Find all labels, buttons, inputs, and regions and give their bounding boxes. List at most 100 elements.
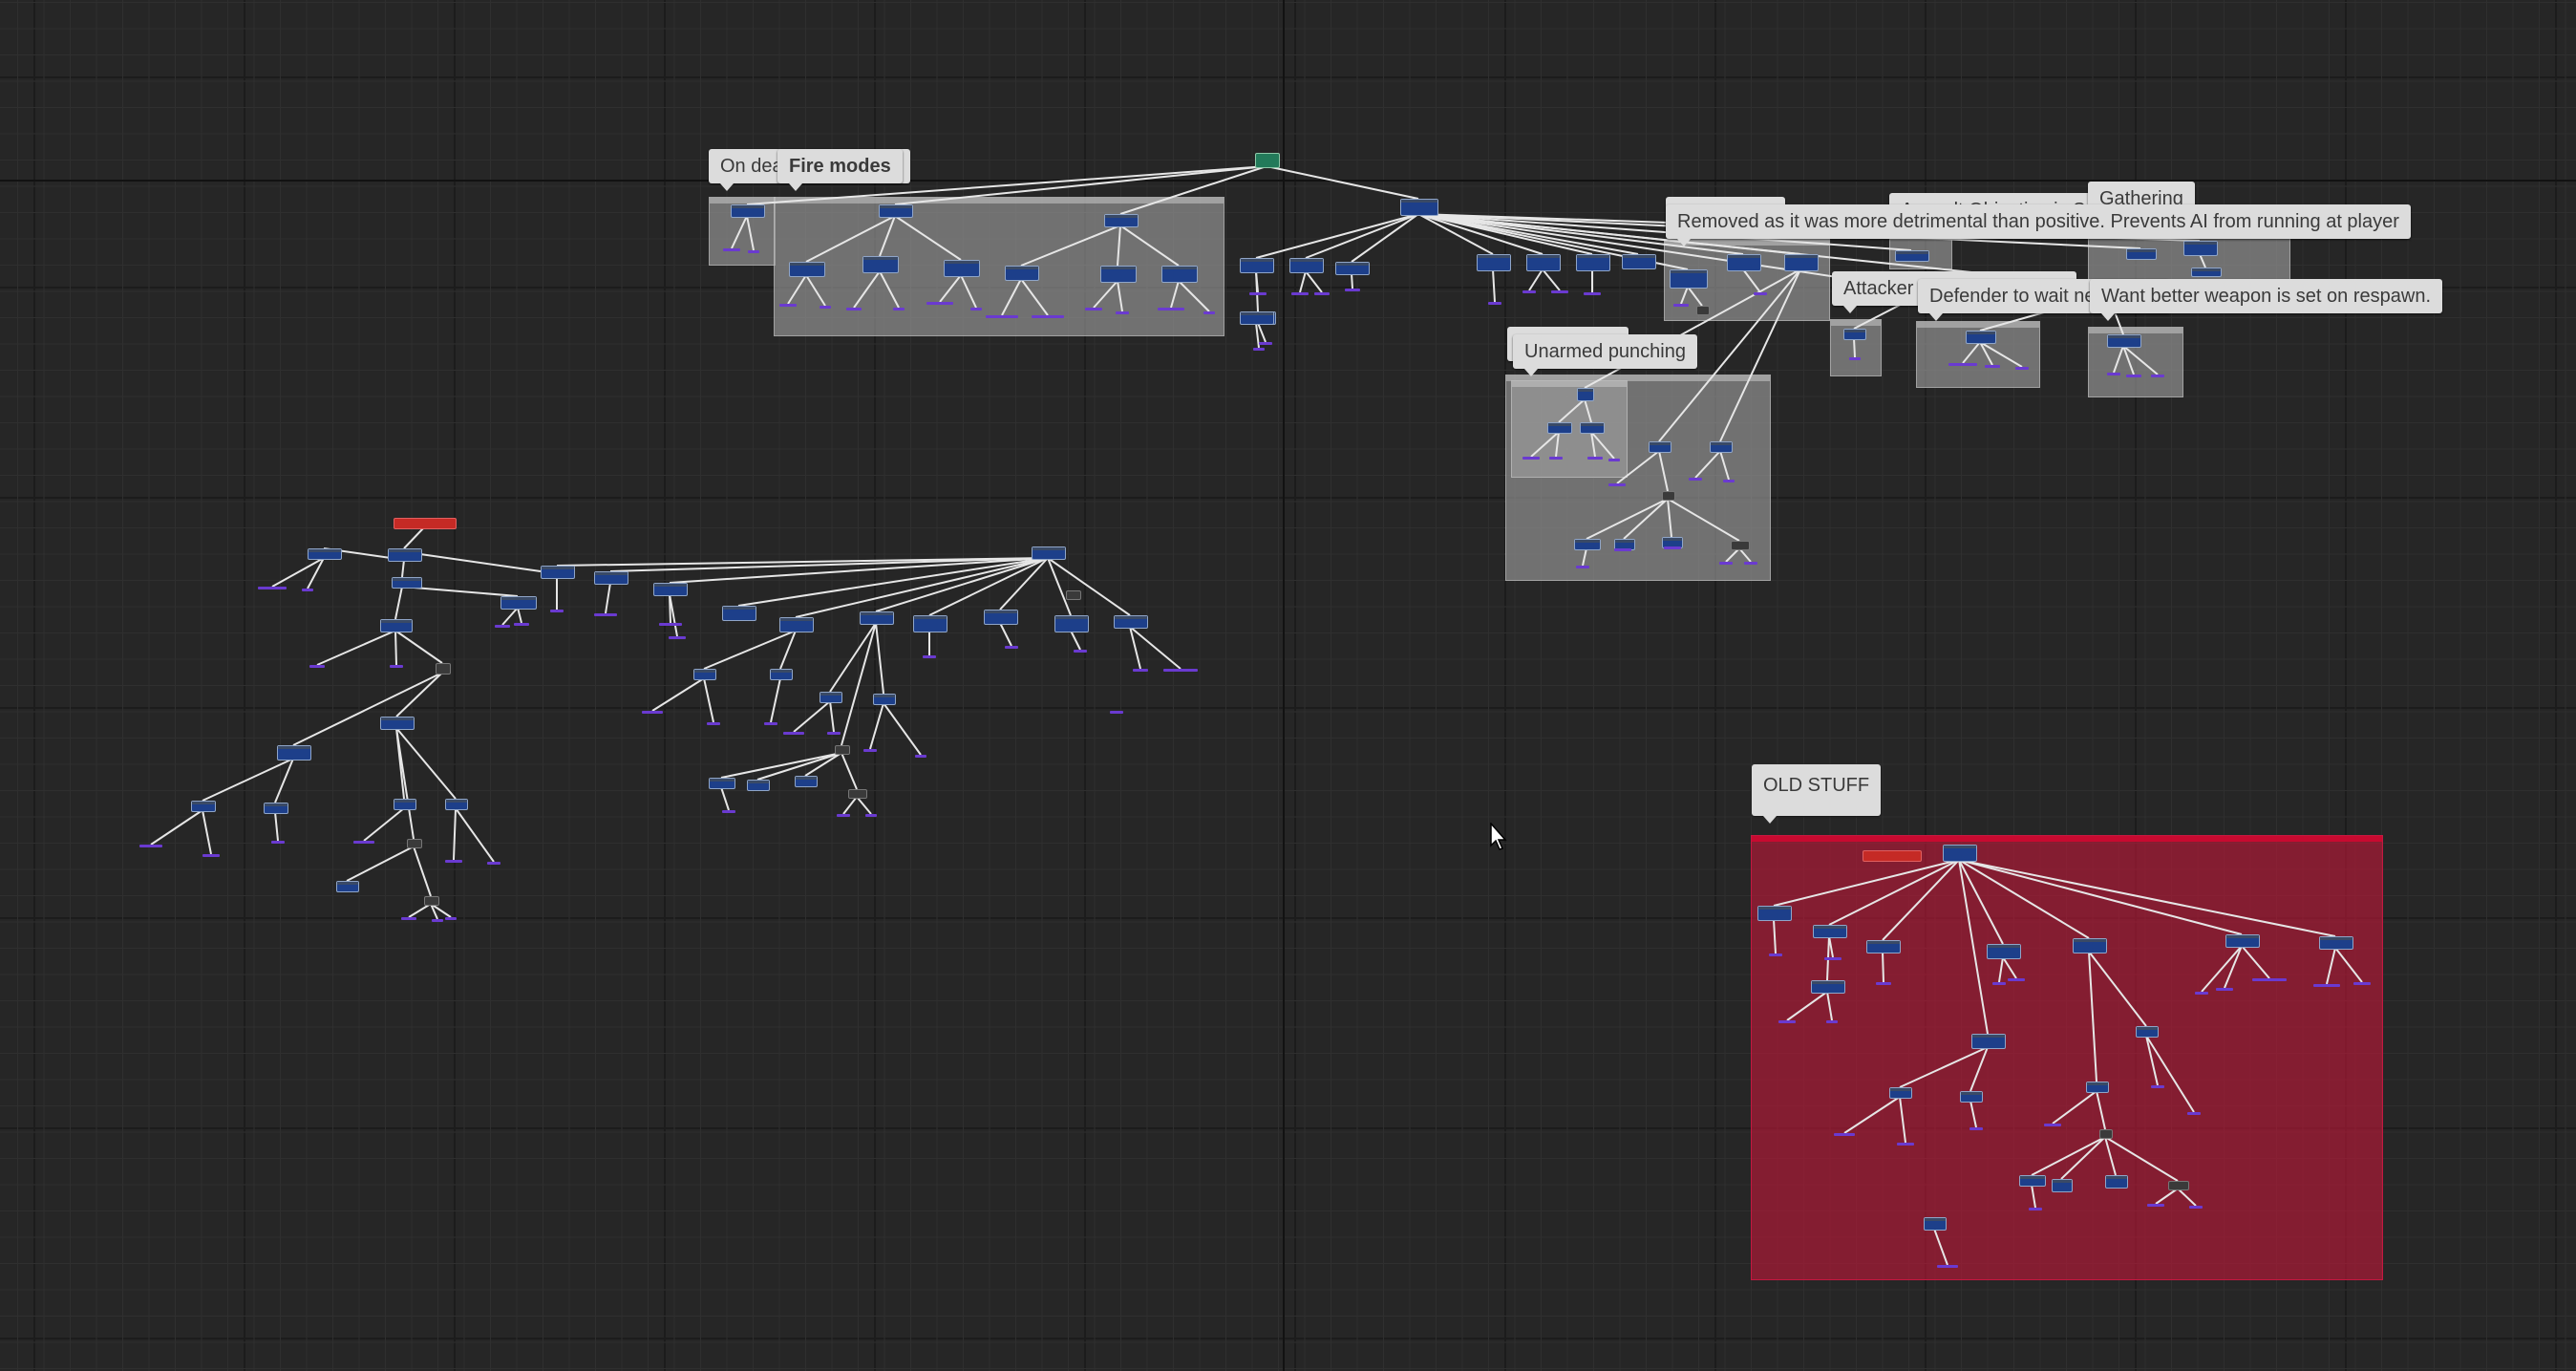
task-node[interactable] bbox=[748, 250, 759, 253]
composite-node[interactable] bbox=[264, 803, 288, 814]
comment-bubble-unarmed-punching[interactable]: Unarmed punching bbox=[1513, 334, 1697, 376]
composite-node[interactable] bbox=[1032, 546, 1066, 560]
composite-node[interactable] bbox=[1054, 615, 1089, 632]
root-node[interactable] bbox=[1863, 850, 1922, 862]
composite-node[interactable] bbox=[436, 663, 451, 675]
task-node[interactable] bbox=[1085, 308, 1102, 311]
task-node[interactable] bbox=[1673, 304, 1689, 307]
task-node[interactable] bbox=[390, 665, 403, 668]
task-node[interactable] bbox=[659, 623, 682, 626]
task-node[interactable] bbox=[1551, 290, 1568, 293]
task-node[interactable] bbox=[722, 810, 735, 813]
composite-node[interactable] bbox=[2168, 1181, 2189, 1190]
task-node[interactable] bbox=[1249, 292, 1267, 295]
composite-node[interactable] bbox=[1477, 254, 1511, 271]
task-node[interactable] bbox=[2029, 1208, 2042, 1210]
task-node[interactable] bbox=[2044, 1124, 2061, 1126]
task-node[interactable] bbox=[1992, 982, 2006, 985]
composite-node[interactable] bbox=[2191, 268, 2222, 277]
task-node[interactable] bbox=[1549, 457, 1563, 460]
task-node[interactable] bbox=[1664, 546, 1681, 549]
composite-node[interactable] bbox=[1966, 331, 1996, 344]
task-node[interactable] bbox=[139, 845, 162, 847]
task-node[interactable] bbox=[495, 625, 510, 628]
composite-node[interactable] bbox=[1662, 491, 1675, 501]
composite-node[interactable] bbox=[1971, 1034, 2006, 1049]
task-node[interactable] bbox=[1522, 457, 1540, 460]
composite-node[interactable] bbox=[848, 789, 867, 799]
composite-node[interactable] bbox=[2136, 1026, 2159, 1038]
composite-node[interactable] bbox=[1289, 258, 1324, 273]
task-node[interactable] bbox=[1985, 365, 2000, 368]
comment-frame-fire-modes[interactable] bbox=[774, 197, 1224, 336]
task-node[interactable] bbox=[1074, 650, 1087, 653]
composite-node[interactable] bbox=[1240, 311, 1274, 325]
task-node[interactable] bbox=[2151, 375, 2164, 377]
composite-node[interactable] bbox=[1670, 269, 1708, 289]
task-node[interactable] bbox=[820, 306, 831, 309]
task-node[interactable] bbox=[1876, 982, 1891, 985]
composite-node[interactable] bbox=[2183, 241, 2218, 256]
task-node[interactable] bbox=[2187, 1112, 2201, 1115]
task-node[interactable] bbox=[302, 589, 313, 591]
composite-node[interactable] bbox=[913, 615, 947, 632]
task-node[interactable] bbox=[669, 636, 686, 639]
composite-node[interactable] bbox=[653, 583, 688, 596]
composite-node[interactable] bbox=[879, 204, 913, 218]
composite-node[interactable] bbox=[1576, 254, 1610, 271]
composite-node[interactable] bbox=[380, 717, 415, 730]
task-node[interactable] bbox=[1110, 711, 1123, 714]
composite-node[interactable] bbox=[1526, 254, 1561, 271]
composite-node[interactable] bbox=[445, 799, 468, 810]
composite-node[interactable] bbox=[770, 669, 793, 680]
task-node[interactable] bbox=[1314, 292, 1330, 295]
task-node[interactable] bbox=[2015, 367, 2029, 370]
composite-node[interactable] bbox=[860, 611, 894, 625]
task-node[interactable] bbox=[514, 623, 529, 626]
composite-node[interactable] bbox=[1696, 306, 1710, 315]
task-node[interactable] bbox=[1826, 1020, 1838, 1023]
comment-bubble-old-stuff[interactable]: OLD STUFF bbox=[1752, 764, 1882, 824]
task-node[interactable] bbox=[1614, 548, 1631, 551]
composite-node[interactable] bbox=[1005, 266, 1039, 281]
composite-node[interactable] bbox=[944, 260, 980, 277]
task-node[interactable] bbox=[202, 854, 220, 857]
task-node[interactable] bbox=[642, 711, 663, 714]
composite-node[interactable] bbox=[1574, 539, 1601, 550]
composite-node[interactable] bbox=[1784, 254, 1819, 271]
task-node[interactable] bbox=[1754, 292, 1767, 295]
task-node[interactable] bbox=[1116, 311, 1129, 314]
composite-node[interactable] bbox=[2107, 334, 2141, 348]
task-node[interactable] bbox=[1032, 315, 1064, 318]
composite-node[interactable] bbox=[862, 256, 899, 273]
composite-node[interactable] bbox=[722, 606, 756, 621]
task-node[interactable] bbox=[309, 665, 325, 668]
composite-node[interactable] bbox=[1895, 250, 1929, 262]
task-node[interactable] bbox=[1969, 1127, 1983, 1130]
composite-node[interactable] bbox=[1547, 422, 1572, 434]
task-node[interactable] bbox=[271, 841, 285, 844]
task-node[interactable] bbox=[1133, 669, 1148, 672]
comment-frame-defender[interactable] bbox=[1916, 321, 2040, 388]
task-node[interactable] bbox=[764, 722, 777, 725]
composite-node[interactable] bbox=[1255, 153, 1280, 168]
composite-node[interactable] bbox=[1757, 906, 1792, 921]
task-node[interactable] bbox=[1849, 357, 1861, 360]
task-node[interactable] bbox=[1488, 302, 1501, 305]
composite-node[interactable] bbox=[984, 610, 1018, 625]
task-node[interactable] bbox=[893, 308, 905, 311]
composite-node[interactable] bbox=[1240, 258, 1274, 273]
task-node[interactable] bbox=[1259, 342, 1272, 345]
task-node[interactable] bbox=[846, 308, 862, 311]
comment-bubble-better-weapon[interactable]: Want better weapon is set on respawn. bbox=[2090, 279, 2442, 321]
task-node[interactable] bbox=[2126, 375, 2141, 377]
composite-node[interactable] bbox=[1889, 1087, 1912, 1099]
task-node[interactable] bbox=[783, 732, 804, 735]
task-node[interactable] bbox=[1203, 311, 1215, 314]
task-node[interactable] bbox=[487, 862, 500, 865]
task-node[interactable] bbox=[1345, 289, 1360, 291]
composite-node[interactable] bbox=[1577, 388, 1594, 401]
composite-node[interactable] bbox=[1843, 329, 1866, 340]
task-node[interactable] bbox=[986, 315, 1018, 318]
task-node[interactable] bbox=[550, 610, 564, 612]
